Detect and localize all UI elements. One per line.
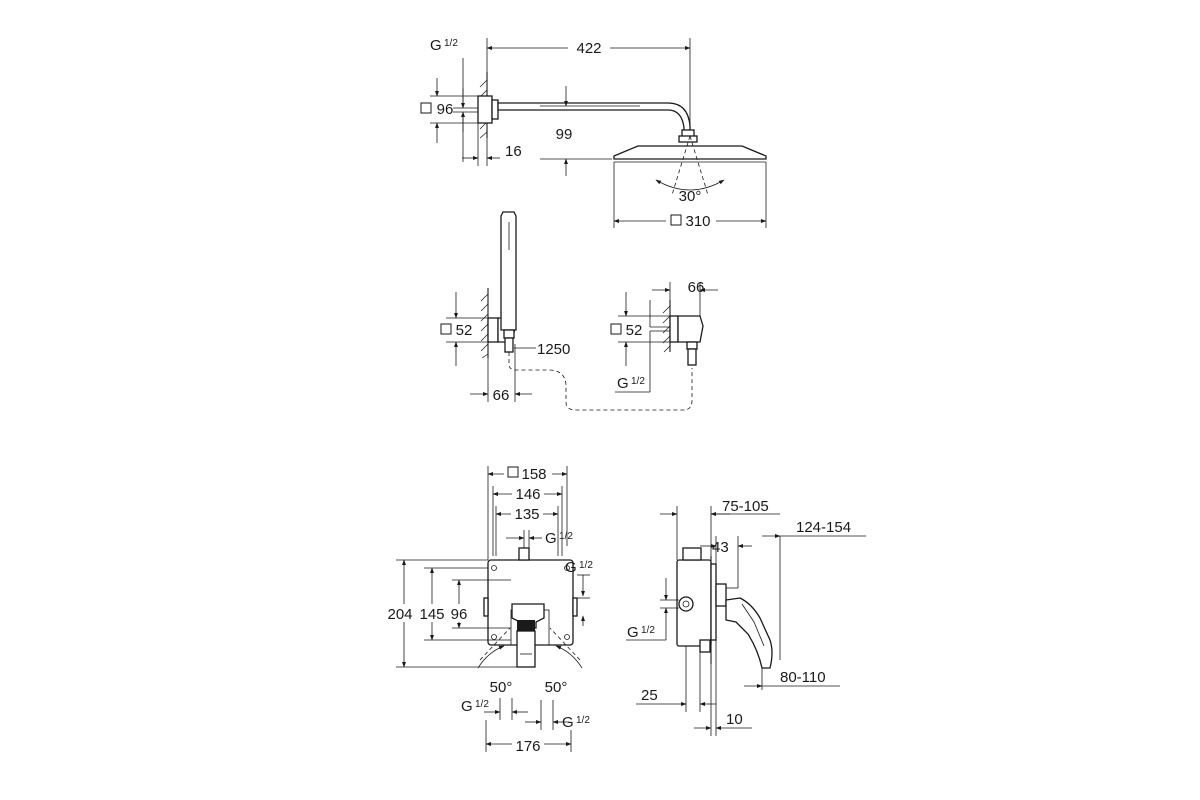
thread-body-top-frac: 1/2 [559,531,573,542]
dim-arm-flange: 96 [437,101,454,118]
thread-outlet-frac: 1/2 [631,376,645,387]
dim-body-core-height: 96 [451,606,468,623]
mixer-lever-stem [516,630,536,668]
dim-spray-angle: 30° [679,188,702,205]
thread-side-g: G [627,624,639,641]
mixer-side-view: 75-105 43 124-154 G 1/2 25 80-110 [626,498,866,736]
dim-angle-right: 50° [545,679,568,696]
thread-head-g: G [430,37,442,54]
thread-bottom-left-g: G [461,698,473,715]
thread-body-top-g: G [545,530,557,547]
dim-bottom-width: 176 [515,738,540,755]
dim-outlet-size: 52 [626,322,643,339]
thread-bottom-right-frac: 1/2 [576,715,590,726]
shower-arm [497,102,691,133]
dim-arm-projection: 422 [576,40,601,57]
dim-angle-left: 50° [490,679,513,696]
dim-side-lever-depth: 124-154 [796,519,851,536]
thread-side-frac: 1/2 [641,625,655,636]
dim-head-size: 310 [685,213,710,230]
thread-outlet-g: G [617,375,629,392]
head-shower-view: 422 99 96 G 1/2 16 30° [420,37,767,230]
rain-shower-head [613,145,767,160]
dim-body-inner-height: 145 [419,606,444,623]
dim-holder-depth: 66 [493,387,510,404]
dim-plate-size: 158 [521,466,546,483]
dim-flange-depth: 16 [505,143,522,160]
thread-bottom-right-g: G [562,714,574,731]
thread-body-right-frac: 1/2 [579,560,593,571]
side-mixer-lever [725,597,773,669]
mixer-front-view: 158 146 135 G 1/2 G 1/2 204 [384,464,593,755]
dim-holder-size: 52 [456,322,473,339]
thread-body-right-g: G [565,559,577,576]
shower-hose [508,352,693,411]
dim-side-install-depth: 75-105 [722,498,769,515]
dim-side-outlet-depth: 80-110 [780,669,826,686]
arm-wall-flange [477,95,493,124]
hand-shower-holder [487,317,499,343]
hand-shower [500,211,517,331]
dim-body-height: 204 [387,606,412,623]
thread-head-frac: 1/2 [444,38,458,49]
dim-side-plate-depth: 10 [726,711,743,728]
dim-side-wall-offset: 25 [641,687,658,704]
thread-bottom-left-frac: 1/2 [475,699,489,710]
dim-plate-inner: 146 [515,486,540,503]
dim-hose-length: 1250 [537,341,570,358]
wall-outlet-elbow [669,315,679,343]
hand-shower-view: 52 66 1250 66 52 [428,211,718,411]
dim-arm-drop: 99 [556,126,573,143]
dim-side-spindle: 43 [712,539,729,556]
dim-outlet-depth: 66 [688,279,705,296]
dim-body-width: 135 [514,506,539,523]
